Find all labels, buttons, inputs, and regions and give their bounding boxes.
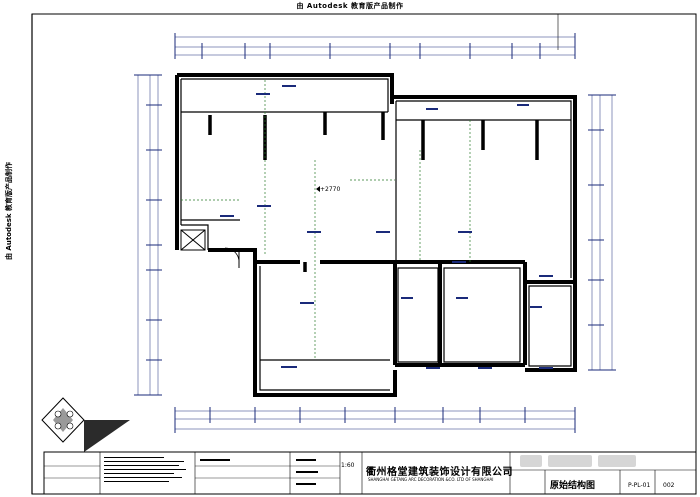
sheet-frame xyxy=(31,13,697,495)
top-watermark: 由 Autodesk 教育版产品制作 xyxy=(296,2,404,10)
walls xyxy=(175,73,577,397)
shaft xyxy=(180,229,206,251)
beam-lines xyxy=(181,80,471,360)
blurred-logo-3 xyxy=(598,455,636,467)
drawing-number: P-PL-01 xyxy=(628,482,651,489)
dimension-lines-top xyxy=(174,33,576,59)
dimension-lines-right xyxy=(588,94,616,371)
dimension-lines-left xyxy=(134,74,162,396)
elevation-label: +2770 xyxy=(320,186,341,193)
scale-label: 1:60 xyxy=(341,462,355,469)
elevation-marker xyxy=(316,186,320,192)
structural-columns xyxy=(208,112,539,272)
company-logo-mark xyxy=(41,397,130,452)
company-name: 衢州格堂建筑装饰设计有限公司 xyxy=(366,467,513,478)
sheet-number: 002 xyxy=(663,482,675,489)
drawing-title: 原始结构图 xyxy=(550,481,596,491)
blurred-logo-2 xyxy=(548,455,592,467)
title-block xyxy=(43,451,697,495)
company-name-en: SHANGHAI GETANG ARC DECORATION &CO. LTD … xyxy=(368,477,494,482)
dimension-lines-bottom xyxy=(174,407,576,433)
blurred-logo-1 xyxy=(520,455,542,467)
